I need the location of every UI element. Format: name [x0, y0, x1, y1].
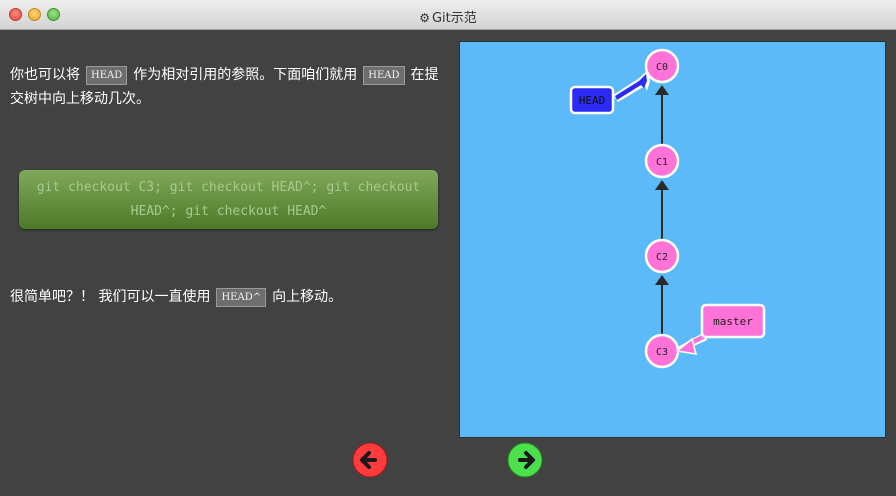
instruction-paragraph-2: 很简单吧？！ 我们可以一直使用 HEAD^ 向上移动。 [10, 285, 450, 309]
commit-node-c0[interactable]: C0 [644, 48, 680, 84]
arrow-left-icon [352, 442, 388, 478]
instruction-text: 你也可以将 [10, 67, 80, 83]
window-titlebar: ⚙Git示范 [0, 0, 896, 30]
git-graph-canvas: HEAD master C0 C1 C2 C3 [459, 41, 886, 438]
window-title: ⚙Git示范 [0, 7, 896, 26]
head-arrow [615, 74, 647, 100]
commit-node-c1[interactable]: C1 [644, 143, 680, 179]
previous-button[interactable] [352, 442, 388, 478]
edge-arrowhead [655, 275, 669, 285]
branch-ref-master[interactable]: master [675, 303, 766, 355]
head-label: HEAD [579, 94, 606, 107]
next-button[interactable] [507, 442, 543, 478]
commit-circle [644, 48, 680, 84]
branch-label: master [713, 315, 753, 328]
window-minimize-button[interactable] [28, 8, 41, 21]
inline-code-head-caret: HEAD^ [216, 288, 267, 307]
inline-code-head: HEAD [86, 66, 128, 85]
edge-arrowhead [655, 85, 669, 95]
git-graph: HEAD master C0 C1 C2 C3 [569, 48, 766, 369]
commit-node-c3[interactable]: C3 [644, 333, 680, 369]
inline-code-head: HEAD [363, 66, 405, 85]
window-title-text: Git示范 [431, 11, 477, 26]
arrow-right-icon [507, 442, 543, 478]
gear-icon: ⚙ [419, 11, 430, 25]
instruction-text: 很简单吧？！ 我们可以一直使用 [10, 289, 211, 305]
window-close-button[interactable] [9, 8, 22, 21]
commit-edges [655, 85, 669, 337]
edge-arrowhead [655, 180, 669, 190]
command-text: git checkout C3; git checkout HEAD^; git… [36, 179, 421, 219]
commit-circle [644, 333, 680, 369]
head-ref[interactable]: HEAD [569, 70, 650, 115]
instruction-text: 在提交树中向上移动几次。 [10, 67, 439, 107]
commit-circle [644, 238, 680, 274]
branch-arrowhead [675, 337, 698, 355]
instruction-text: 作为相对引用的参照。下面咱们就用 [133, 67, 358, 83]
instruction-text: 向上移动。 [272, 289, 343, 305]
commit-label: C1 [656, 157, 668, 168]
commit-label: C0 [656, 62, 668, 73]
commit-label: C2 [656, 252, 668, 263]
commit-circle [644, 143, 680, 179]
branch-badge [700, 303, 766, 339]
window-maximize-button[interactable] [47, 8, 60, 21]
commit-label: C3 [656, 347, 668, 358]
command-box[interactable]: git checkout C3; git checkout HEAD^; git… [19, 170, 438, 229]
commit-node-c2[interactable]: C2 [644, 238, 680, 274]
head-badge [569, 85, 615, 115]
